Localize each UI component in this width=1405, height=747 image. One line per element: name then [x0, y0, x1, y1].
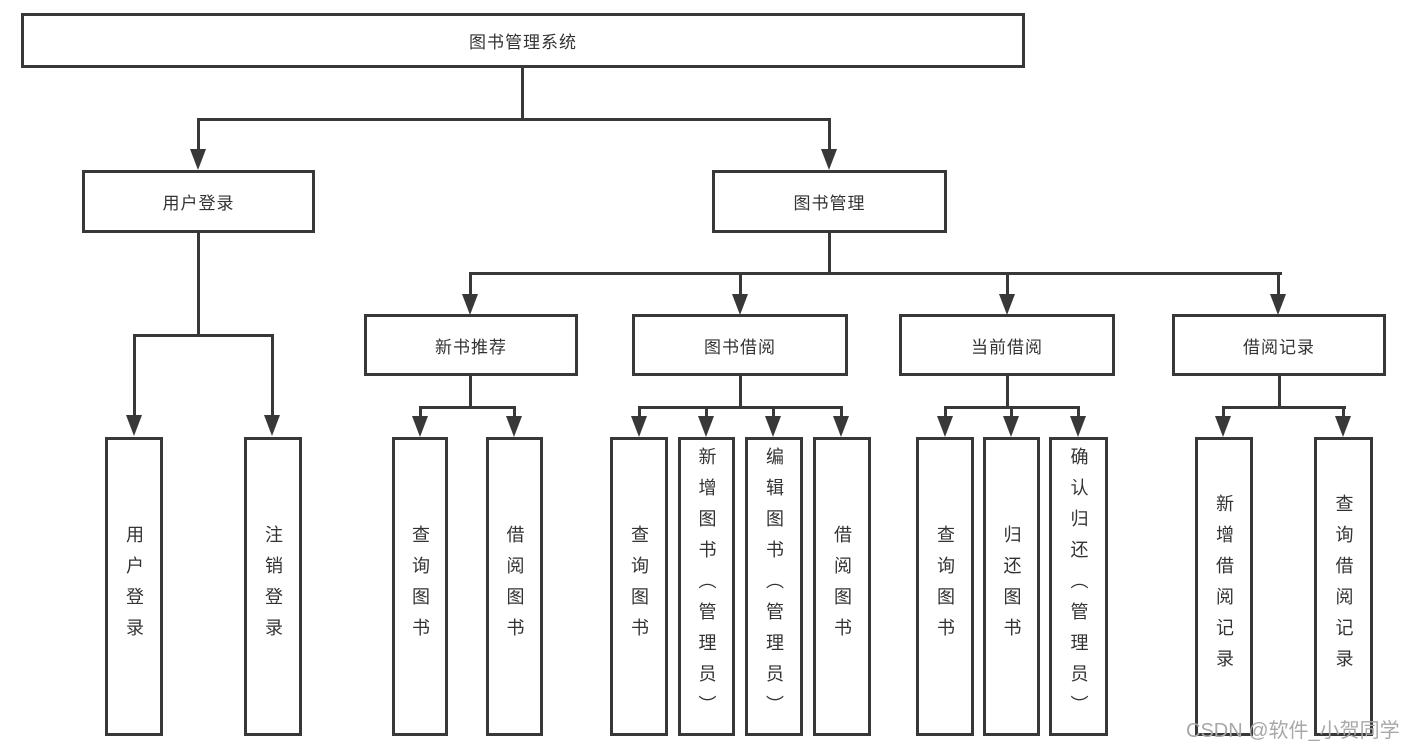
leaf-newbooks-borrow: 借阅图书 — [486, 437, 543, 736]
arrow-down-icon — [631, 416, 647, 437]
node-root-label: 图书管理系统 — [469, 33, 577, 52]
connector-records-stub-1 — [1222, 406, 1225, 417]
leaf-borrow-query-label: 查询图书 — [629, 524, 649, 649]
connector-current-stub-1 — [944, 406, 947, 417]
arrow-down-icon — [126, 415, 142, 436]
node-new-books-label: 新书推荐 — [435, 337, 507, 357]
arrow-down-icon — [506, 416, 522, 437]
connector-bookmgmt-stub-4 — [1277, 272, 1280, 296]
arrow-down-icon — [1003, 416, 1019, 437]
connector-records-trunk — [1278, 376, 1281, 408]
leaf-user-login-label: 用户登录 — [124, 524, 144, 649]
leaf-borrow-edit-admin-label: 编辑图书（管理员） — [764, 447, 784, 726]
leaf-borrow-query: 查询图书 — [610, 437, 668, 736]
arrow-down-icon — [462, 294, 478, 315]
connector-records-rail — [1222, 406, 1346, 409]
connector-root-stub-left — [197, 118, 200, 151]
leaf-current-return: 归还图书 — [983, 437, 1040, 736]
connector-current-stub-3 — [1077, 406, 1080, 417]
leaf-current-query: 查询图书 — [916, 437, 974, 736]
arrow-down-icon — [732, 294, 748, 315]
leaf-borrow-edit-admin: 编辑图书（管理员） — [745, 437, 803, 736]
leaf-records-query-label: 查询借阅记录 — [1333, 493, 1354, 680]
connector-userlogin-stub-1 — [133, 334, 136, 416]
arrow-down-icon — [937, 416, 953, 437]
arrow-down-icon — [999, 294, 1015, 315]
arrow-down-icon — [190, 149, 206, 170]
node-user-login: 用户登录 — [82, 170, 315, 233]
leaf-borrow-add-admin: 新增图书（管理员） — [678, 437, 735, 736]
connector-borrow-stub-1 — [638, 406, 641, 417]
arrow-down-icon — [698, 416, 714, 437]
node-user-login-label: 用户登录 — [162, 194, 235, 213]
connector-bookmgmt-stub-1 — [469, 272, 472, 296]
leaf-user-login: 用户登录 — [105, 437, 163, 736]
node-records: 借阅记录 — [1172, 314, 1386, 376]
leaf-current-confirm-admin-label: 确认归还（管理员） — [1068, 447, 1089, 726]
node-book-mgmt: 图书管理 — [712, 170, 947, 233]
connector-current-trunk — [1006, 376, 1009, 408]
connector-newbooks-rail — [419, 406, 516, 409]
leaf-current-confirm-admin: 确认归还（管理员） — [1049, 437, 1108, 736]
leaf-current-return-label: 归还图书 — [1001, 524, 1022, 649]
connector-newbooks-trunk — [469, 376, 472, 408]
leaf-borrow-borrow-label: 借阅图书 — [832, 524, 852, 649]
connector-bookmgmt-stub-2 — [739, 272, 742, 296]
arrow-down-icon — [264, 415, 280, 436]
connector-root-stub-right — [828, 118, 831, 151]
node-current: 当前借阅 — [899, 314, 1115, 376]
node-borrow: 图书借阅 — [632, 314, 848, 376]
leaf-newbooks-borrow-label: 借阅图书 — [504, 524, 525, 649]
leaf-newbooks-query-label: 查询图书 — [410, 524, 430, 649]
leaf-records-add-label: 新增借阅记录 — [1214, 493, 1234, 680]
arrow-down-icon — [1270, 294, 1286, 315]
connector-newbooks-stub-1 — [419, 406, 422, 417]
connector-borrow-rail — [638, 406, 843, 409]
arrow-down-icon — [1335, 416, 1351, 437]
connector-records-stub-2 — [1342, 406, 1345, 417]
connector-root-rail — [197, 118, 831, 121]
connector-borrow-stub-2 — [705, 406, 708, 417]
arrow-down-icon — [765, 416, 781, 437]
leaf-records-add: 新增借阅记录 — [1195, 437, 1253, 736]
leaf-borrow-borrow: 借阅图书 — [813, 437, 871, 736]
arrow-down-icon — [833, 416, 849, 437]
arrow-down-icon — [1070, 416, 1086, 437]
connector-userlogin-stub-2 — [271, 334, 274, 416]
connector-root-trunk — [521, 68, 524, 121]
leaf-logout: 注销登录 — [244, 437, 302, 736]
connector-userlogin-trunk — [197, 233, 200, 337]
arrow-down-icon — [412, 416, 428, 437]
watermark: CSDN @软件_小贺同学 — [1186, 720, 1400, 742]
arrow-down-icon — [1215, 416, 1231, 437]
connector-bookmgmt-stub-3 — [1006, 272, 1009, 296]
leaf-borrow-add-admin-label: 新增图书（管理员） — [696, 447, 717, 726]
node-root: 图书管理系统 — [21, 13, 1025, 68]
arrow-down-icon — [821, 149, 837, 170]
node-borrow-label: 图书借阅 — [704, 337, 776, 357]
node-book-mgmt-label: 图书管理 — [793, 194, 866, 213]
leaf-logout-label: 注销登录 — [263, 524, 283, 649]
connector-newbooks-stub-2 — [513, 406, 516, 417]
connector-borrow-stub-3 — [772, 406, 775, 417]
node-records-label: 借阅记录 — [1243, 337, 1315, 357]
connector-borrow-trunk — [739, 376, 742, 408]
leaf-current-query-label: 查询图书 — [935, 524, 955, 649]
connector-userlogin-rail — [133, 334, 274, 337]
connector-bookmgmt-trunk — [828, 233, 831, 275]
node-new-books: 新书推荐 — [364, 314, 578, 376]
leaf-records-query: 查询借阅记录 — [1314, 437, 1373, 736]
connector-borrow-stub-4 — [840, 406, 843, 417]
connector-bookmgmt-rail — [469, 272, 1282, 275]
connector-current-stub-2 — [1010, 406, 1013, 417]
node-current-label: 当前借阅 — [971, 337, 1043, 357]
leaf-newbooks-query: 查询图书 — [392, 437, 448, 736]
